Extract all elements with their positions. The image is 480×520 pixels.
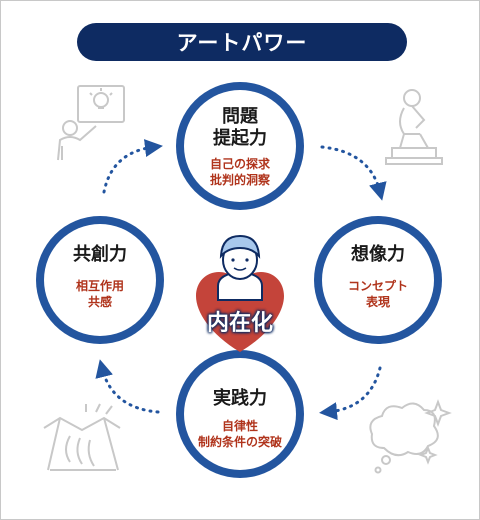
node-left-title-line1: 共創力 xyxy=(73,244,127,265)
node-top-sub-line2: 批判的洞察 xyxy=(209,173,270,187)
node-circle-bottom xyxy=(176,350,304,478)
node-bottom-sub-line2: 制約条件の突破 xyxy=(197,435,282,449)
node-top-title: 問題 提起力 xyxy=(185,106,295,150)
node-circle-left xyxy=(36,216,164,344)
person-avatar-icon xyxy=(217,234,263,301)
node-bottom: 実践力 自律性 制約条件の突破 xyxy=(185,388,295,450)
arrow-right-to-bottom xyxy=(319,366,382,421)
node-top-sub-line1: 自己の探求 xyxy=(209,157,270,171)
node-left-subtitle: 相互作用 共感 xyxy=(45,278,155,310)
arrow-left-to-top xyxy=(102,139,163,194)
node-left-title: 共創力 xyxy=(45,244,155,266)
node-right: 想像力 コンセプト 表現 xyxy=(323,244,433,310)
arrow-bottom-to-left xyxy=(95,359,160,414)
node-top-title-line1: 問題 xyxy=(222,106,258,127)
thinker-statue-icon xyxy=(385,89,443,165)
node-left-sub-line2: 共感 xyxy=(87,295,112,309)
node-bottom-subtitle: 自律性 制約条件の突破 xyxy=(185,418,295,450)
node-top-title-line2: 提起力 xyxy=(213,128,267,149)
node-right-title-line1: 想像力 xyxy=(351,244,405,265)
node-right-sub-line1: コンセプト xyxy=(347,279,408,293)
node-right-subtitle: コンセプト 表現 xyxy=(323,278,433,310)
presenter-idea-icon xyxy=(57,85,125,161)
node-left: 共創力 相互作用 共感 xyxy=(45,244,155,310)
title-text: アートパワー xyxy=(176,31,308,55)
thought-cloud-sparkle-icon xyxy=(369,399,452,474)
center-label: 内在化 xyxy=(206,311,273,336)
node-left-sub-line1: 相互作用 xyxy=(75,279,124,293)
node-right-title: 想像力 xyxy=(323,244,433,266)
handshake-icon xyxy=(43,403,121,471)
node-circle-top xyxy=(176,82,304,210)
node-top-subtitle: 自己の探求 批判的洞察 xyxy=(185,156,295,188)
arrow-top-to-right xyxy=(320,145,387,201)
node-bottom-sub-line1: 自律性 xyxy=(221,419,258,433)
node-bottom-title-line1: 実践力 xyxy=(213,388,267,409)
node-bottom-title: 実践力 xyxy=(185,388,295,410)
title-banner: アートパワー xyxy=(77,23,407,61)
node-circle-right xyxy=(314,216,442,344)
node-top: 問題 提起力 自己の探求 批判的洞察 xyxy=(185,106,295,188)
node-right-sub-line2: 表現 xyxy=(365,295,390,309)
